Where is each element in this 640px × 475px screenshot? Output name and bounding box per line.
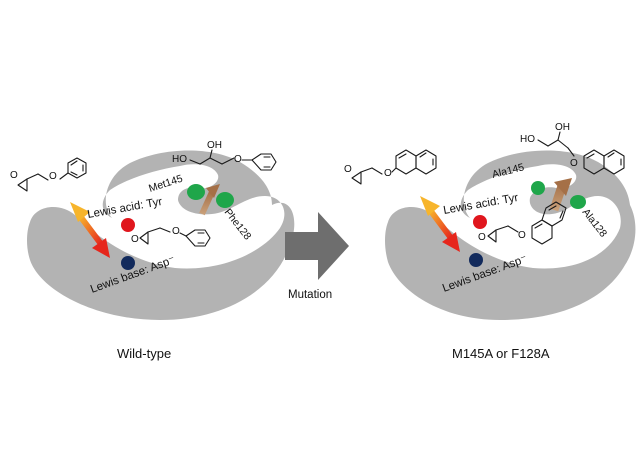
residue-phe128-marker: [216, 192, 234, 208]
residue-ala128-label: Ala128: [580, 206, 610, 239]
residue-met145-marker: [187, 184, 205, 200]
lewis-acid-label: Lewis acid: Tyr: [86, 196, 163, 221]
product-diol-molecule: HO OH O: [172, 140, 277, 171]
mutation-label: Mutation: [288, 289, 332, 301]
svg-text:HO: HO: [520, 134, 535, 145]
svg-text:O: O: [478, 232, 486, 243]
product-release-arrow: [199, 184, 220, 216]
substrate-molecule-bound: O O: [131, 226, 211, 247]
svg-text:O: O: [49, 171, 57, 182]
naphthyl-substrate-bound: O O: [478, 201, 567, 245]
lewis-base-asp-marker-mutant: [469, 253, 483, 267]
substrate-molecule-free: O O: [10, 157, 87, 192]
mutant-panel: O O HO OH: [344, 122, 636, 361]
mutation-arrow: [285, 212, 349, 280]
lewis-base-asp-marker: [121, 256, 135, 270]
svg-text:O: O: [234, 154, 242, 165]
svg-text:O: O: [570, 158, 578, 169]
wild-type-panel: O O HO OH: [10, 140, 295, 361]
svg-text:O: O: [518, 230, 526, 241]
svg-text:O: O: [131, 234, 139, 245]
lewis-acid-label-mutant: Lewis acid: Tyr: [442, 192, 519, 217]
residue-ala128-marker: [570, 195, 586, 209]
naphthyl-substrate-free: O O: [344, 149, 437, 185]
svg-text:HO: HO: [172, 154, 187, 165]
binding-double-arrow: [70, 202, 110, 258]
wild-type-caption: Wild-type: [117, 346, 171, 361]
svg-text:O: O: [10, 170, 18, 181]
svg-text:O: O: [384, 168, 392, 179]
lewis-acid-tyr-marker: [121, 218, 135, 232]
svg-text:O: O: [344, 164, 352, 175]
enzyme-pocket-shape-mutant: [385, 150, 636, 320]
residue-ala145-marker: [531, 181, 545, 195]
enzyme-pocket-shape: [27, 150, 295, 320]
naphthyl-product-diol: HO OH O: [520, 122, 625, 175]
svg-text:O: O: [172, 226, 180, 237]
product-release-arrow-mutant: [549, 178, 572, 212]
lewis-acid-tyr-marker-mutant: [473, 215, 487, 229]
binding-double-arrow-mutant: [420, 196, 460, 252]
residue-met145-label: Met145: [147, 173, 184, 195]
svg-text:OH: OH: [207, 140, 222, 151]
svg-text:OH: OH: [555, 122, 570, 133]
residue-phe128-label: Phe128: [222, 206, 254, 242]
mutant-caption: M145A or F128A: [452, 346, 550, 361]
